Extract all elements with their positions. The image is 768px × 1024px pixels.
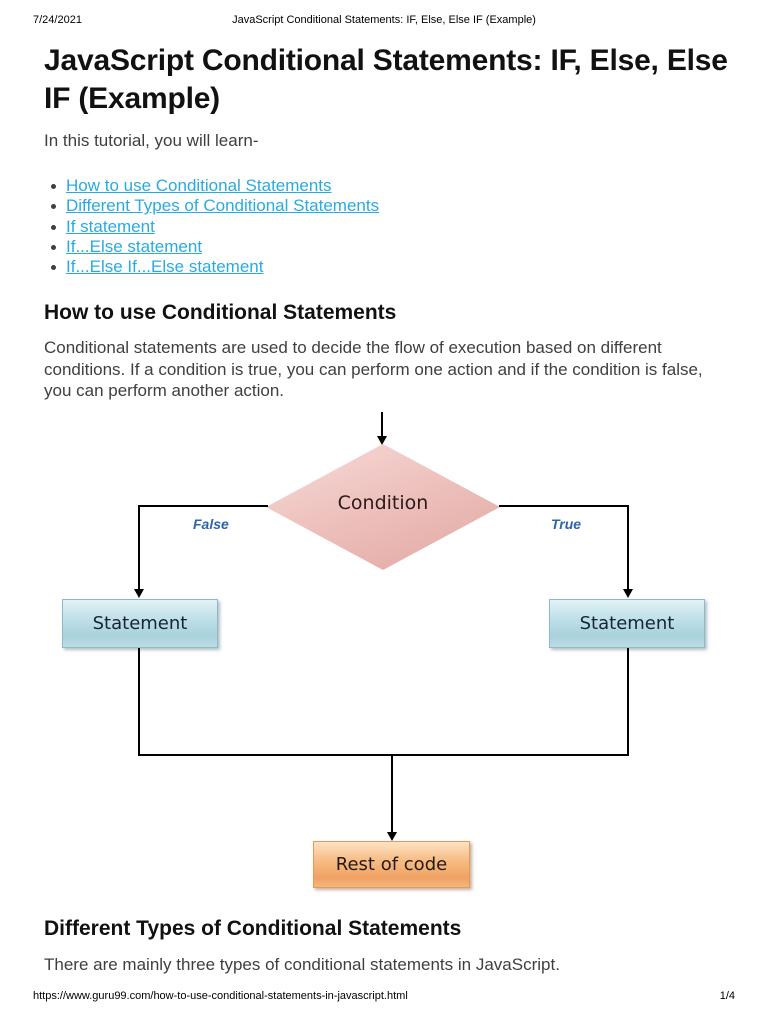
section-body-how-to-use: Conditional statements are used to decid… xyxy=(44,338,703,400)
flow-line-merge-right xyxy=(627,648,629,756)
toc-link-if-else-if-else[interactable]: If...Else If...Else statement xyxy=(66,257,264,277)
false-branch-label: False xyxy=(193,516,229,532)
flow-line-merge-horizontal xyxy=(138,754,629,756)
flow-line-false-horizontal xyxy=(139,505,268,507)
section-heading-different-types: Different Types of Conditional Statement… xyxy=(44,917,462,940)
toc-list: How to use Conditional Statements Differ… xyxy=(44,176,644,277)
flow-line-true-vertical xyxy=(627,505,629,590)
page-title: JavaScript Conditional Statements: IF, E… xyxy=(44,44,728,115)
arrow-down-icon xyxy=(377,436,387,445)
arrow-down-icon xyxy=(134,589,144,598)
condition-label: Condition xyxy=(337,492,429,514)
intro-text: In this tutorial, you will learn- xyxy=(44,131,259,150)
bullet-icon xyxy=(51,204,56,210)
true-branch-label: True xyxy=(551,516,582,532)
bullet-icon xyxy=(51,184,56,189)
arrow-down-icon xyxy=(387,832,397,841)
toc-item: If...Else If...Else statement xyxy=(44,257,644,277)
toc-item: Different Types of Conditional Statement… xyxy=(44,196,644,216)
rest-of-code-label: Rest of code xyxy=(335,854,448,875)
toc-item: If statement xyxy=(44,217,644,237)
print-footer-url: https://www.guru99.com/how-to-use-condit… xyxy=(33,990,408,1002)
statement-box-right: Statement xyxy=(549,599,705,648)
statement-right-label: Statement xyxy=(579,613,675,634)
toc-link-if-statement[interactable]: If statement xyxy=(66,216,155,236)
bullet-icon xyxy=(51,244,56,250)
flow-line-merge-down xyxy=(391,754,393,833)
condition-diamond: Condition xyxy=(266,444,500,570)
flow-line-merge-left xyxy=(138,648,140,756)
print-header-date: 7/24/2021 xyxy=(33,14,82,26)
flow-line-true-horizontal xyxy=(499,505,629,507)
bullet-icon xyxy=(51,224,56,230)
toc-item: If...Else statement xyxy=(44,237,644,257)
bullet-icon xyxy=(51,265,56,271)
flow-line-entry xyxy=(381,412,383,438)
toc-link-how-to-use[interactable]: How to use Conditional Statements xyxy=(66,176,332,195)
statement-box-left: Statement xyxy=(62,599,218,648)
rest-of-code-box: Rest of code xyxy=(313,841,470,888)
print-header-title: JavaScript Conditional Statements: IF, E… xyxy=(232,14,536,26)
toc-link-different-types[interactable]: Different Types of Conditional Statement… xyxy=(66,196,380,216)
toc-link-if-else[interactable]: If...Else statement xyxy=(66,236,203,256)
section-heading-how-to-use: How to use Conditional Statements xyxy=(44,301,397,324)
toc-item: How to use Conditional Statements xyxy=(44,176,644,196)
arrow-down-icon xyxy=(623,589,633,598)
print-footer-page-number: 1/4 xyxy=(719,990,735,1002)
flow-line-false-vertical xyxy=(138,505,140,590)
statement-left-label: Statement xyxy=(92,613,188,634)
section-body-different-types: There are mainly three types of conditio… xyxy=(44,955,560,974)
